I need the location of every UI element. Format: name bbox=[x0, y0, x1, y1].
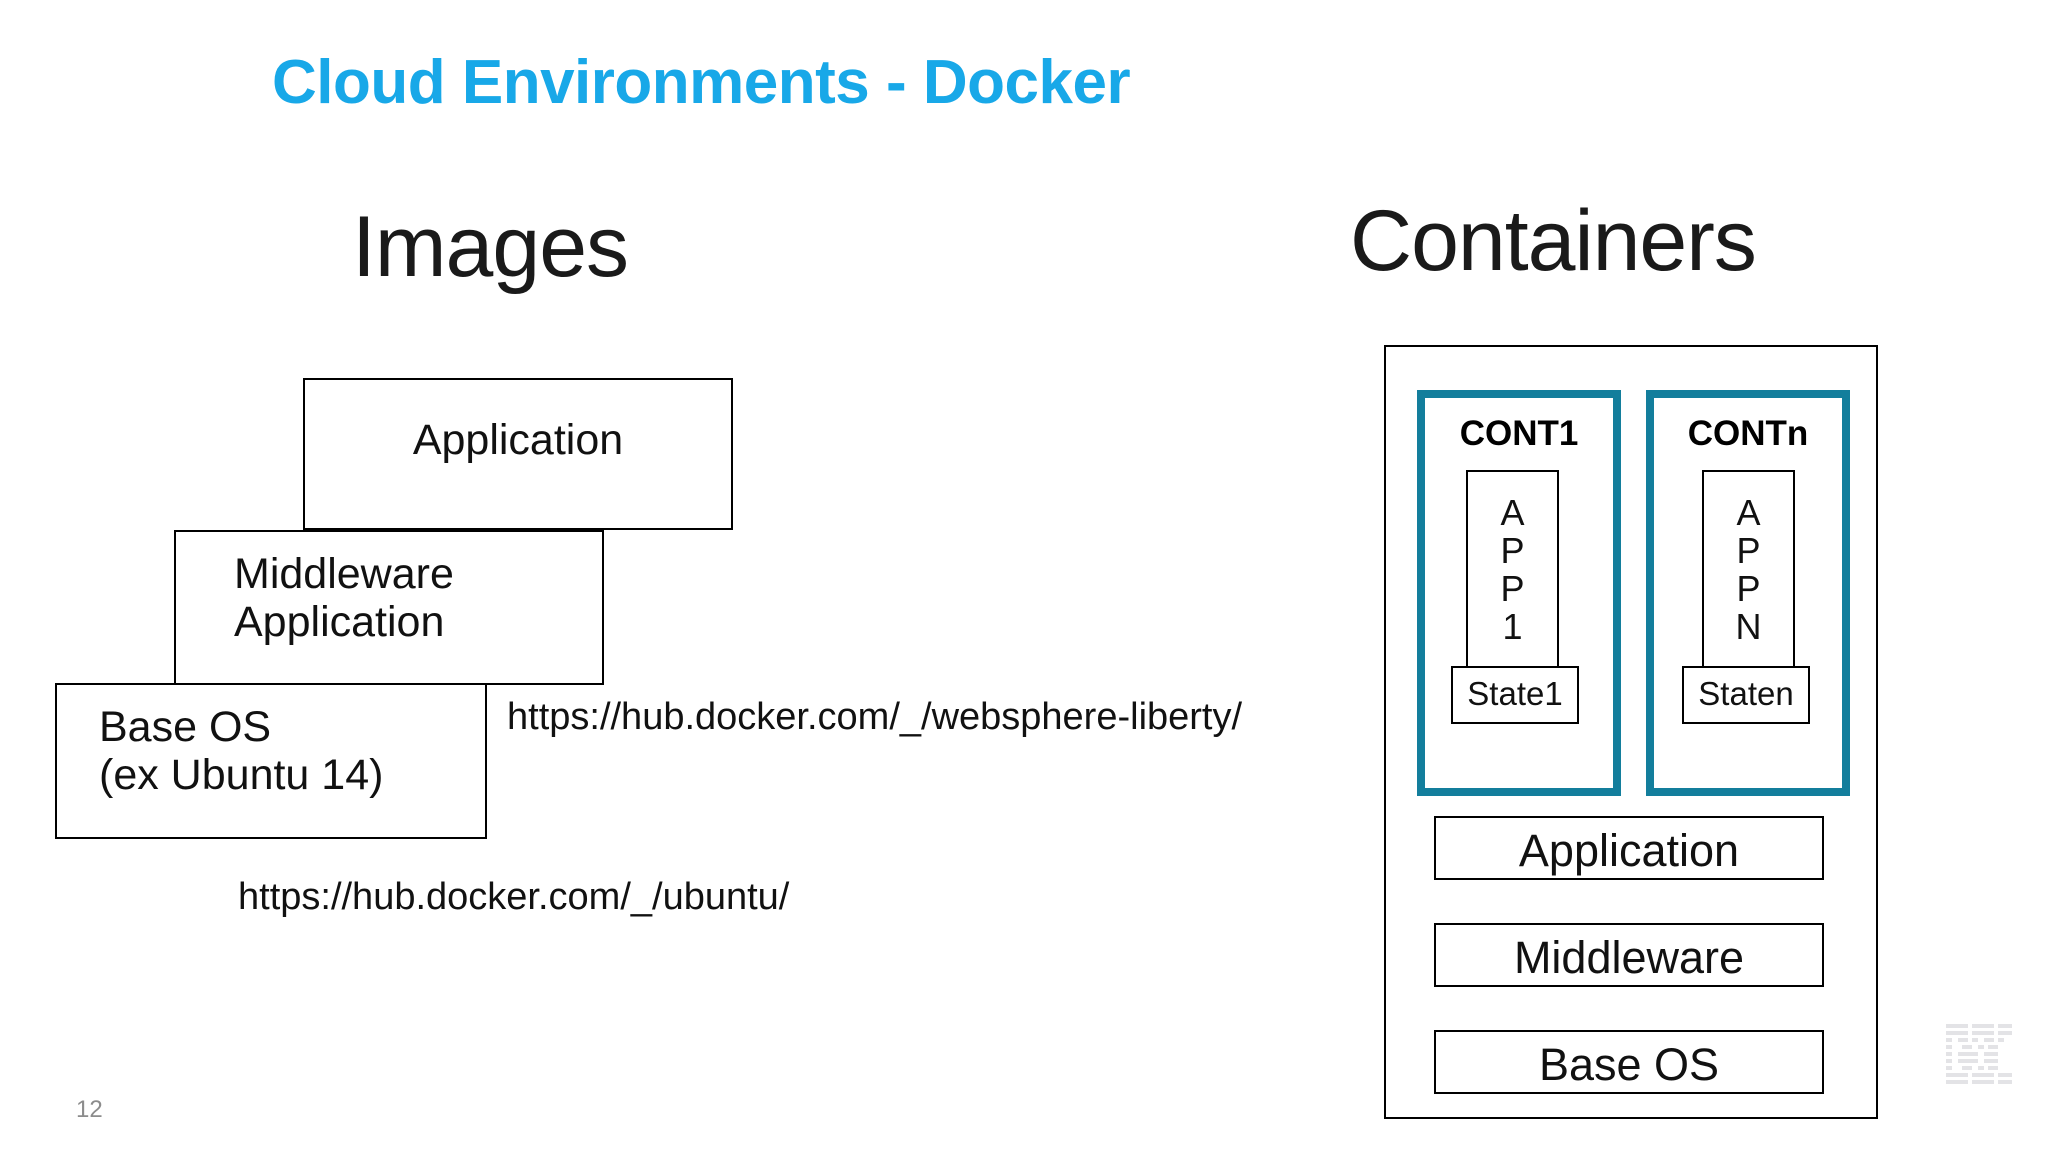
container-card-cont1: CONT1 A P P 1 State1 bbox=[1417, 390, 1621, 796]
host-stack-application-label: Application bbox=[1518, 825, 1740, 876]
host-stack-middleware: Middleware bbox=[1434, 923, 1824, 987]
image-layer-application: Application bbox=[303, 378, 733, 530]
image-layer-application-label: Application bbox=[412, 416, 624, 464]
container-cont1-state-box: State1 bbox=[1451, 666, 1579, 724]
host-stack-base-os: Base OS bbox=[1434, 1030, 1824, 1094]
container-contn-state-box: Staten bbox=[1682, 666, 1810, 724]
docker-hub-ubuntu-url[interactable]: https://hub.docker.com/_/ubuntu/ bbox=[238, 876, 790, 918]
container-contn-app-box: A P P N bbox=[1702, 470, 1795, 670]
containers-host-frame: CONT1 A P P 1 State1 CONTn A P P N State… bbox=[1384, 345, 1878, 1119]
container-cont1-state-label: State1 bbox=[1467, 675, 1563, 712]
images-section-heading: Images bbox=[352, 199, 629, 295]
containers-section-heading: Containers bbox=[1350, 193, 1757, 289]
container-cont1-app-box: A P P 1 bbox=[1466, 470, 1559, 670]
page-title: Cloud Environments - Docker bbox=[272, 48, 1131, 117]
host-stack-application: Application bbox=[1434, 816, 1824, 880]
host-stack-middleware-label: Middleware bbox=[1513, 932, 1745, 983]
container-contn-app-label: A P P N bbox=[1735, 492, 1762, 648]
image-layer-middleware-label: Middleware Application bbox=[234, 550, 454, 647]
container-contn-state-label: Staten bbox=[1698, 675, 1794, 712]
image-layer-base-os-label: Base OS (ex Ubuntu 14) bbox=[99, 703, 384, 800]
host-stack-base-os-label: Base OS bbox=[1538, 1039, 1720, 1090]
container-card-cont1-title: CONT1 bbox=[1459, 414, 1579, 453]
container-cont1-app-label: A P P 1 bbox=[1500, 492, 1525, 648]
image-layer-middleware: Middleware Application bbox=[174, 530, 604, 685]
docker-hub-websphere-liberty-url[interactable]: https://hub.docker.com/_/websphere-liber… bbox=[507, 696, 1243, 738]
image-layer-base-os: Base OS (ex Ubuntu 14) bbox=[55, 683, 487, 839]
ibm-logo-icon bbox=[1946, 1024, 2012, 1084]
container-card-contn-title: CONTn bbox=[1687, 414, 1809, 453]
page-number: 12 bbox=[76, 1096, 103, 1123]
container-card-contn: CONTn A P P N Staten bbox=[1646, 390, 1850, 796]
